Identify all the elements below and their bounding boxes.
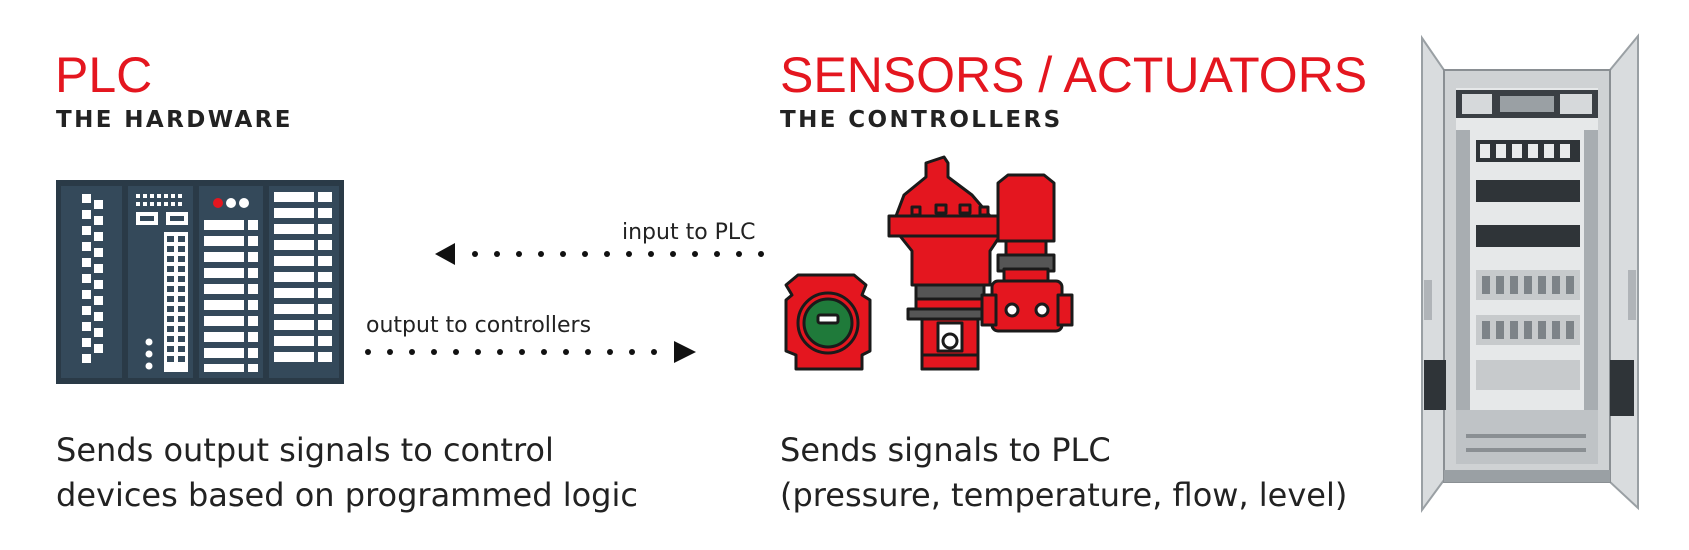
plc-description: Sends output signals to control devices … <box>56 428 638 518</box>
transmitter-icon <box>784 273 872 371</box>
sensor-actuator-icons <box>776 155 1092 387</box>
valve-actuator-icon <box>887 155 1013 371</box>
output-arrow-label: output to controllers <box>366 313 592 338</box>
sensors-description: Sends signals to PLC (pressure, temperat… <box>780 428 1347 518</box>
sensors-description-line2: (pressure, temperature, flow, level) <box>780 476 1348 514</box>
plc-rack-icon <box>56 180 344 384</box>
plc-subtitle: THE HARDWARE <box>56 107 293 133</box>
motor-actuator-icon <box>980 173 1074 333</box>
plc-description-line2: devices based on programmed logic <box>56 476 638 514</box>
sensors-subtitle: THE CONTROLLERS <box>780 107 1063 133</box>
output-arrow <box>360 340 696 364</box>
sensors-title: SENSORS / ACTUATORS <box>780 47 1368 103</box>
plc-description-line1: Sends output signals to control <box>56 431 554 469</box>
input-arrow <box>435 242 775 266</box>
input-arrow-label: input to PLC <box>622 220 756 245</box>
plc-title: PLC <box>55 47 153 103</box>
sensors-description-line1: Sends signals to PLC <box>780 431 1111 469</box>
control-cabinet-image <box>1410 30 1650 515</box>
